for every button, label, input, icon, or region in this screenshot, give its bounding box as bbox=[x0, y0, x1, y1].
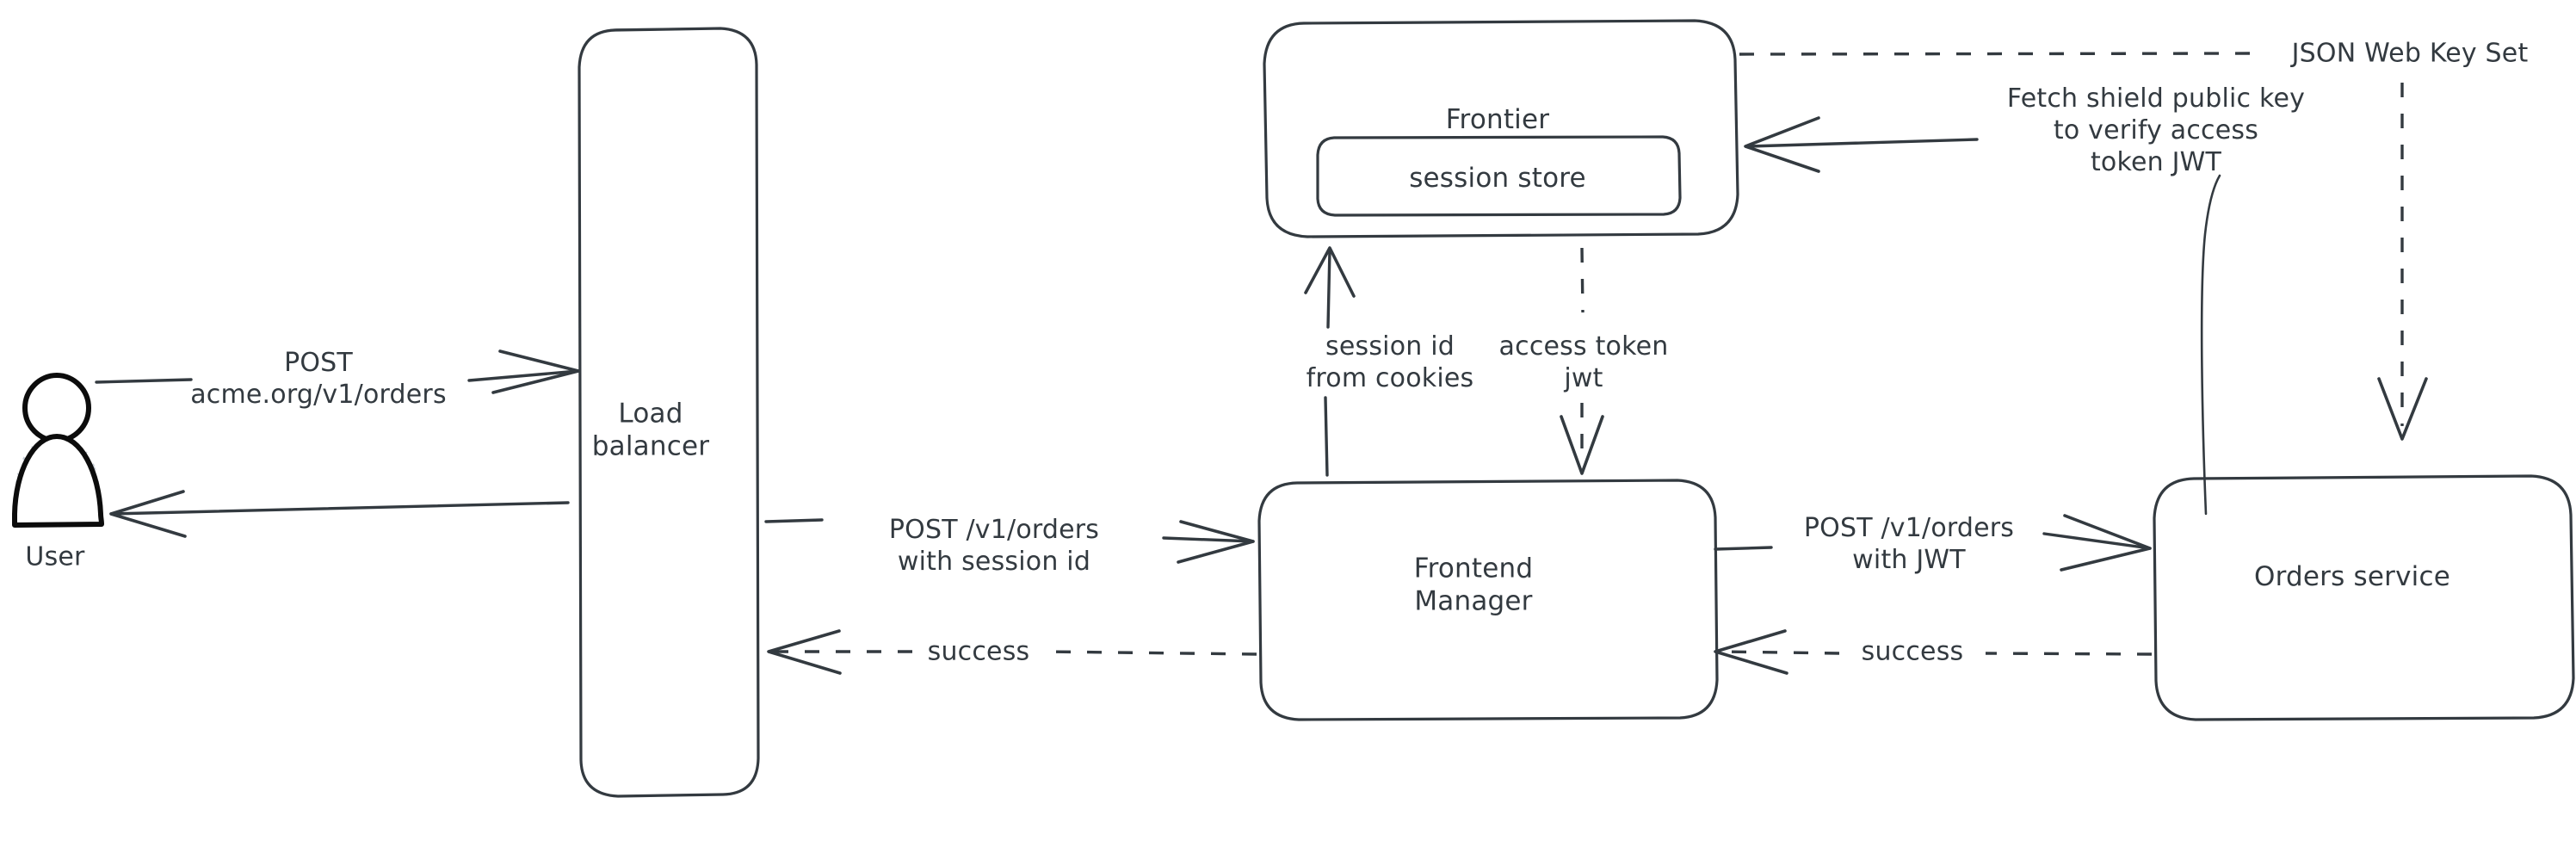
edge-label-lb-to-fm-line1: POST /v1/orders bbox=[888, 514, 1100, 545]
edge-label-user-to-lb-line1: POST bbox=[284, 347, 353, 378]
orders-service-node[interactable] bbox=[2153, 474, 2575, 721]
edge-user-to-load-balancer bbox=[95, 349, 580, 394]
edge-frontier-to-frontend-manager bbox=[1560, 247, 1604, 475]
edge-label-orders-to-frontier-line1: Fetch shield public key bbox=[2006, 83, 2306, 114]
edge-frontend-manager-to-frontier bbox=[1304, 246, 1356, 477]
session-store-node[interactable] bbox=[1316, 135, 1682, 217]
frontend-manager-node[interactable] bbox=[1257, 479, 1719, 721]
edge-label-user-to-lb-line2: acme.org/v1/orders bbox=[190, 380, 447, 410]
edge-label-fm-to-orders-line1: POST /v1/orders bbox=[1803, 512, 2015, 543]
edge-frontend-manager-to-load-balancer bbox=[767, 629, 1257, 675]
user-label: User bbox=[25, 541, 85, 572]
edge-label-jwks: JSON Web Key Set bbox=[2291, 38, 2529, 69]
load-balancer-node[interactable] bbox=[578, 27, 760, 798]
frontend-manager-label-line2: Manager bbox=[1414, 586, 1533, 617]
edge-orders-service-to-frontend-manager bbox=[1714, 629, 2153, 675]
edge-label-orders-to-frontier-line2: to verify access bbox=[2053, 115, 2259, 146]
orders-service-label: Orders service bbox=[2254, 560, 2450, 592]
edge-frontier-to-orders-service-jwks bbox=[1739, 52, 2428, 441]
frontier-label: Frontier bbox=[1445, 103, 1550, 135]
edge-orders-service-to-frontier bbox=[1744, 116, 2221, 516]
edge-load-balancer-to-frontend-manager bbox=[764, 518, 1255, 564]
edge-load-balancer-to-user bbox=[109, 490, 570, 538]
edge-frontend-manager-to-orders-service bbox=[1714, 514, 2152, 572]
edge-label-frontend-manager-to-load-balancer: success bbox=[927, 636, 1030, 667]
user-person-icon bbox=[12, 373, 104, 528]
edge-label-fm-to-orders-line2: with JWT bbox=[1852, 545, 1966, 575]
session-store-label: session store bbox=[1409, 162, 1586, 194]
frontend-manager-label-line1: Frontend bbox=[1413, 553, 1534, 584]
edge-label-fm-to-frontier-line1: session id bbox=[1325, 331, 1455, 362]
edge-label-frontier-to-fm-line1: access token bbox=[1498, 331, 1669, 362]
edge-label-orders-to-frontier-line3: token JWT bbox=[2090, 147, 2222, 178]
edge-label-frontier-to-fm-line2: jwt bbox=[1564, 363, 1603, 393]
edge-label-orders-service-to-frontend-manager: success bbox=[1861, 636, 1964, 667]
load-balancer-label-line2: balancer bbox=[591, 431, 710, 462]
load-balancer-label-line1: Load bbox=[618, 398, 683, 430]
edge-label-lb-to-fm-line2: with session id bbox=[897, 547, 1091, 577]
edge-label-fm-to-frontier-line2: from cookies bbox=[1306, 363, 1474, 393]
